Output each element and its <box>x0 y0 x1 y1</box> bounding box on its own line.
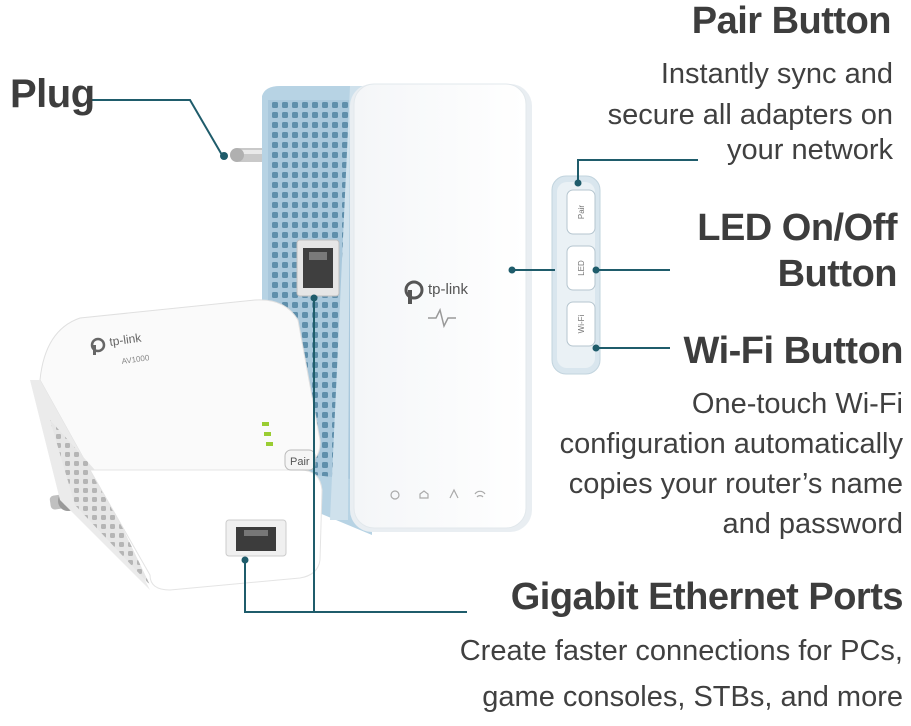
large-ethernet-port <box>296 239 340 297</box>
pair-desc-line: Instantly sync and <box>660 58 893 90</box>
small-adapter: tp-link AV1000 Pair <box>30 299 323 591</box>
wifi-button-description: One-touch Wi-Fi configuration automatica… <box>523 384 903 544</box>
gigabit-desc-line: game consoles, STBs, and more <box>482 681 903 713</box>
small-brand-logo: tp-link AV1000 <box>90 331 150 366</box>
small-side-vents <box>50 420 150 585</box>
small-status-leds <box>262 422 273 446</box>
plug-leader-line <box>90 99 223 156</box>
led-title-line: Button <box>777 253 898 295</box>
pair-desc-line: secure all adapters on <box>607 99 893 131</box>
gigabit-ports-title: Gigabit Ethernet Ports <box>510 576 904 618</box>
large-adapter: tp-link <box>230 83 532 535</box>
gigabit-leader-line-small <box>244 560 467 613</box>
small-ethernet-port <box>225 519 287 557</box>
wifi-desc-line: and password <box>722 508 903 540</box>
led-button-title: LED On/Off Button <box>657 205 897 297</box>
strip-pair-text: Pair <box>577 205 586 220</box>
plug-prong <box>230 148 266 162</box>
strip-led-text: LED <box>577 260 586 276</box>
large-brand-logo: tp-link <box>404 280 469 304</box>
side-button-strip: Pair LED Wi-Fi <box>551 175 601 375</box>
pair-button-description: Instantly sync and secure all adapters o… <box>573 52 893 173</box>
status-led-icons <box>390 488 486 500</box>
led-title-line: LED On/Off <box>697 207 897 249</box>
gigabit-desc-line: Create faster connections for PCs, <box>459 635 903 667</box>
strip-wifi-text: Wi-Fi <box>577 314 586 333</box>
pair-button-title: Pair Button <box>691 0 892 42</box>
small-brand-text: tp-link <box>108 331 143 349</box>
small-model-text: AV1000 <box>121 353 150 366</box>
pair-desc-line: your network <box>726 134 893 166</box>
leader-dots <box>220 152 600 564</box>
wifi-desc-line: One-touch Wi-Fi <box>691 388 903 420</box>
leader-lines <box>90 99 698 613</box>
wifi-button-title: Wi-Fi Button <box>683 330 904 372</box>
wifi-desc-line: configuration automatically <box>559 428 903 460</box>
strip-led-button: LED <box>566 245 596 291</box>
gigabit-ports-description: Create faster connections for PCs, game … <box>423 628 903 720</box>
plug-title: Plug <box>10 72 95 116</box>
large-brand-text: tp-link <box>428 281 469 298</box>
small-pair-key-text: Pair <box>290 456 310 468</box>
pair-leader-line <box>577 159 698 182</box>
small-pair-key: Pair <box>284 449 316 471</box>
strip-wifi-button: Wi-Fi <box>566 301 596 347</box>
wifi-desc-line: copies your router’s name <box>568 468 903 500</box>
strip-pair-button: Pair <box>566 189 596 235</box>
power-line-icon <box>428 307 456 329</box>
